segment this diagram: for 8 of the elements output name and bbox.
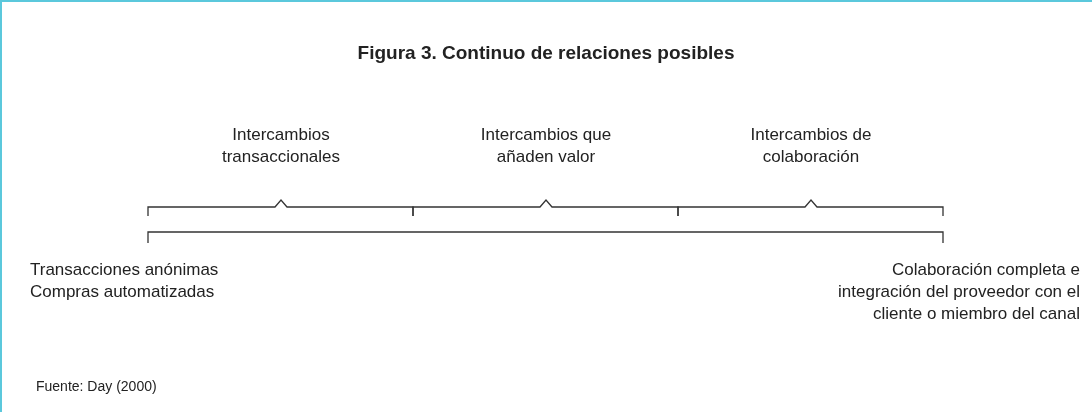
endpoint-label: Compras automatizadas (30, 281, 215, 303)
bracket-label: Intercambios que añaden valor (479, 124, 613, 168)
endpoint-label: Transacciones anónimas (30, 259, 219, 281)
endpoint-label: Colaboración completa e integración del proveedor con el cliente o miembro del canal (837, 259, 1080, 325)
figure-title: Figura 3. Continuo de relaciones posibles (356, 42, 736, 64)
bracket-label: Intercambios transaccionales (220, 124, 342, 168)
bracket-label: Intercambios de colaboración (749, 124, 873, 168)
source-note: Fuente: Day (2000) (36, 377, 157, 396)
